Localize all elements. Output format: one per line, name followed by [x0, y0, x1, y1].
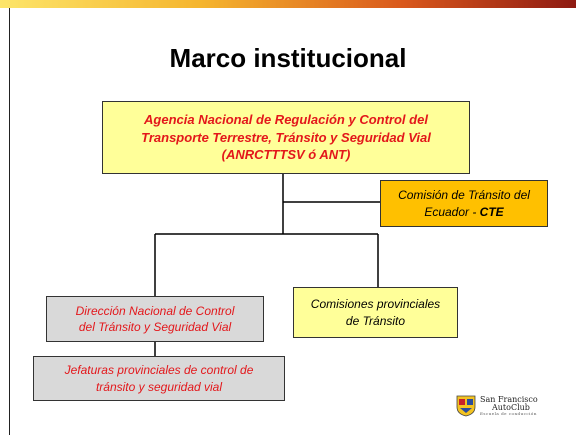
- logo-line1: San Francisco: [480, 394, 538, 404]
- node-cte-line2: Ecuador - CTE: [381, 204, 547, 220]
- node-comisiones-provinciales: Comisiones provinciales de Tránsito: [293, 287, 458, 338]
- logo-emblem-icon: [456, 395, 476, 417]
- logo-text: San Francisco AutoClub Escuela de conduc…: [480, 394, 538, 417]
- node-direccion-nacional: Dirección Nacional de Control del Tránsi…: [46, 296, 264, 342]
- node-cte-abbr: CTE: [479, 204, 504, 219]
- logo-line3: Escuela de conducción: [480, 411, 537, 417]
- node-cte-line2-prefix: Ecuador -: [424, 204, 480, 219]
- node-jefaturas-line2: tránsito y seguridad vial: [95, 379, 223, 394]
- node-direccion-line1: Dirección Nacional de Control: [75, 303, 235, 318]
- autoclub-logo: San Francisco AutoClub Escuela de conduc…: [456, 384, 574, 428]
- node-ant-line1: Agencia Nacional de Regulación y Control…: [144, 112, 428, 128]
- node-comisiones-line2: de Tránsito: [345, 313, 406, 328]
- node-cte-comision: Comisión de Tránsito del Ecuador - CTE: [380, 180, 548, 227]
- node-cte-line1: Comisión de Tránsito del: [398, 188, 530, 203]
- node-jefaturas-provinciales: Jefaturas provinciales de control de trá…: [33, 356, 285, 401]
- node-direccion-line2: del Tránsito y Seguridad Vial: [78, 320, 232, 334]
- left-border-line: [9, 8, 10, 435]
- slide-title: Marco institucional: [169, 43, 407, 73]
- node-ant-line3: (ANRCTTTSV ó ANT): [221, 147, 351, 163]
- node-ant-agencia: Agencia Nacional de Regulación y Control…: [102, 101, 470, 174]
- node-comisiones-line1: Comisiones provinciales: [310, 297, 441, 312]
- node-ant-line2: Transporte Terrestre, Tránsito y Segurid…: [141, 129, 431, 145]
- top-gradient-bar: [0, 0, 576, 8]
- node-jefaturas-line1: Jefaturas provinciales de control de: [64, 363, 254, 378]
- logo-line2: AutoClub: [492, 402, 530, 412]
